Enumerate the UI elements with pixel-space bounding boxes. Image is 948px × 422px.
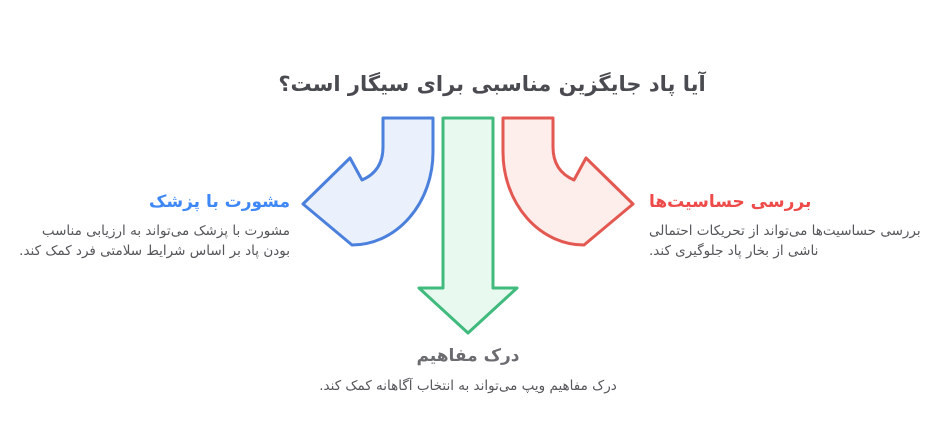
down-arrow-icon xyxy=(417,116,519,335)
branch-understand-concepts: درک مفاهیم درک مفاهیم ویپ می‌تواند به ان… xyxy=(318,345,618,396)
branch-check-sensitivities: بررسی حساسیت‌ها بررسی حساسیت‌ها می‌تواند… xyxy=(649,191,944,261)
branch-consult-doctor: مشورت با پزشک مشورت با پزشک می‌تواند به … xyxy=(18,191,290,261)
branch-understand-concepts-title: درک مفاهیم xyxy=(416,346,520,366)
branch-consult-doctor-title: مشورت با پزشک xyxy=(148,192,290,212)
branch-check-sensitivities-title: بررسی حساسیت‌ها xyxy=(649,192,812,212)
right-curved-arrow-icon xyxy=(501,116,635,247)
branch-understand-concepts-description: درک مفاهیم ویپ می‌تواند به انتخاب آگاهان… xyxy=(319,378,617,394)
branch-consult-doctor-description: مشورت با پزشک می‌تواند به ارزیابی مناسب … xyxy=(19,223,290,259)
branch-check-sensitivities-description: بررسی حساسیت‌ها می‌تواند از تحریکات احتم… xyxy=(649,223,921,259)
left-curved-arrow-icon xyxy=(301,116,435,247)
page-title: آیا پاد جایگزین مناسبی برای سیگار است؟ xyxy=(278,72,706,96)
